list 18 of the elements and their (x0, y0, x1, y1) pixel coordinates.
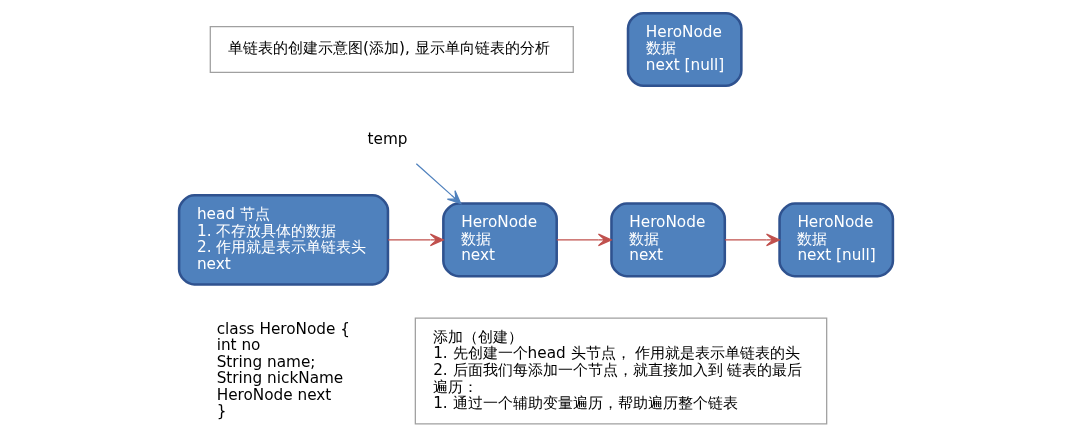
node-box: 单链表的创建示意图(添加), 显示单向链表的分析 (209, 25, 574, 74)
node-box: 添加（创建） 1. 先创建一个head 头节点， 作用就是表示单链表的头 2. 后面我们每添加一个节点，就直接加入到 链表的最后 遍历： 1. 通过一个辅助变量遍历，帮助遍历整个链表 (414, 317, 827, 425)
arrow (723, 233, 780, 247)
node-box: HeroNode 数据 next (609, 202, 726, 278)
label: String nickName (216, 369, 343, 388)
label: } (216, 402, 226, 421)
node-box: HeroNode 数据 next (441, 202, 558, 278)
label: HeroNode next (216, 385, 331, 404)
label: int no (216, 336, 260, 355)
node-text: temp (367, 130, 408, 149)
node-box: HeroNode 数据 next [null] (626, 11, 743, 88)
node-box: HeroNode 数据 next [null] (777, 202, 894, 278)
node-box: head 节点 1. 不存放具体的数据 2. 作用就是表示单链表头 next (177, 194, 389, 286)
arrow (386, 233, 444, 247)
arrow (555, 233, 612, 247)
arrow (415, 163, 461, 205)
label: class HeroNode { (216, 319, 350, 338)
label: String name; (216, 352, 316, 371)
